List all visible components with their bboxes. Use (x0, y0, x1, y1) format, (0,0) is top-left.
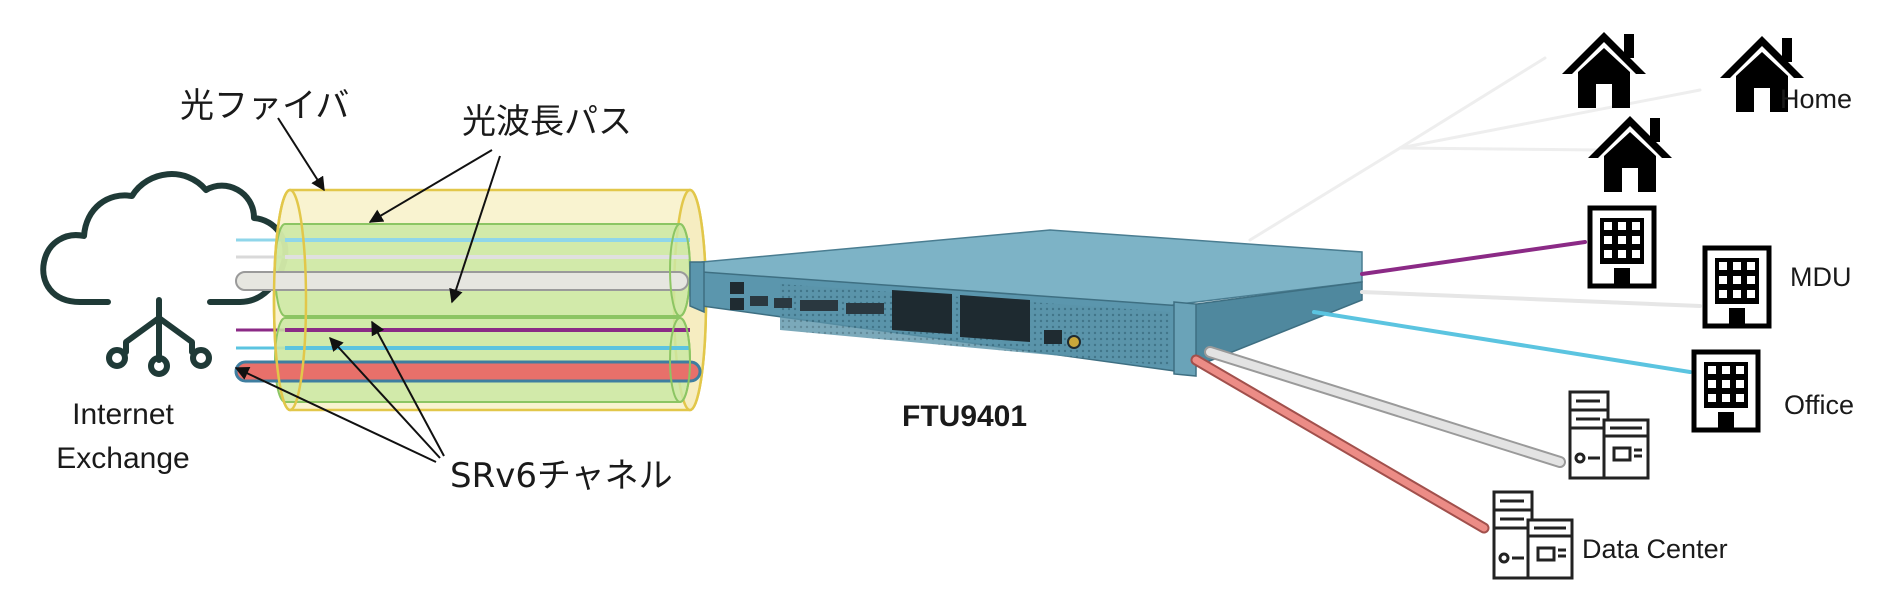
wavelength-path-label: 光波長パス (462, 94, 632, 143)
server-rack-icon (1570, 392, 1648, 478)
server-rack-icon (1494, 492, 1572, 578)
internet-exchange-label-line1: Internet (48, 398, 198, 432)
srv6-channel-label: SRv6チャネル (450, 448, 673, 497)
device-name-label: FTU9401 (902, 400, 1027, 434)
wavelength-path-upper (275, 224, 690, 316)
fiber-label: 光ファイバ (180, 78, 349, 127)
building-icon (1694, 352, 1758, 430)
building-icon (1705, 248, 1769, 326)
office-label: Office (1784, 390, 1854, 421)
internet-exchange-label-line2: Exchange (48, 442, 198, 476)
red-channel-core (236, 362, 700, 381)
ftu9401-device (690, 230, 1362, 376)
data-center-label: Data Center (1582, 534, 1728, 565)
home-label: Home (1780, 84, 1852, 115)
house-icon (1588, 116, 1672, 192)
building-icon (1590, 208, 1654, 286)
mdu-label: MDU (1790, 262, 1852, 293)
fiber-bundle (236, 190, 706, 410)
house-icon (1562, 32, 1646, 108)
